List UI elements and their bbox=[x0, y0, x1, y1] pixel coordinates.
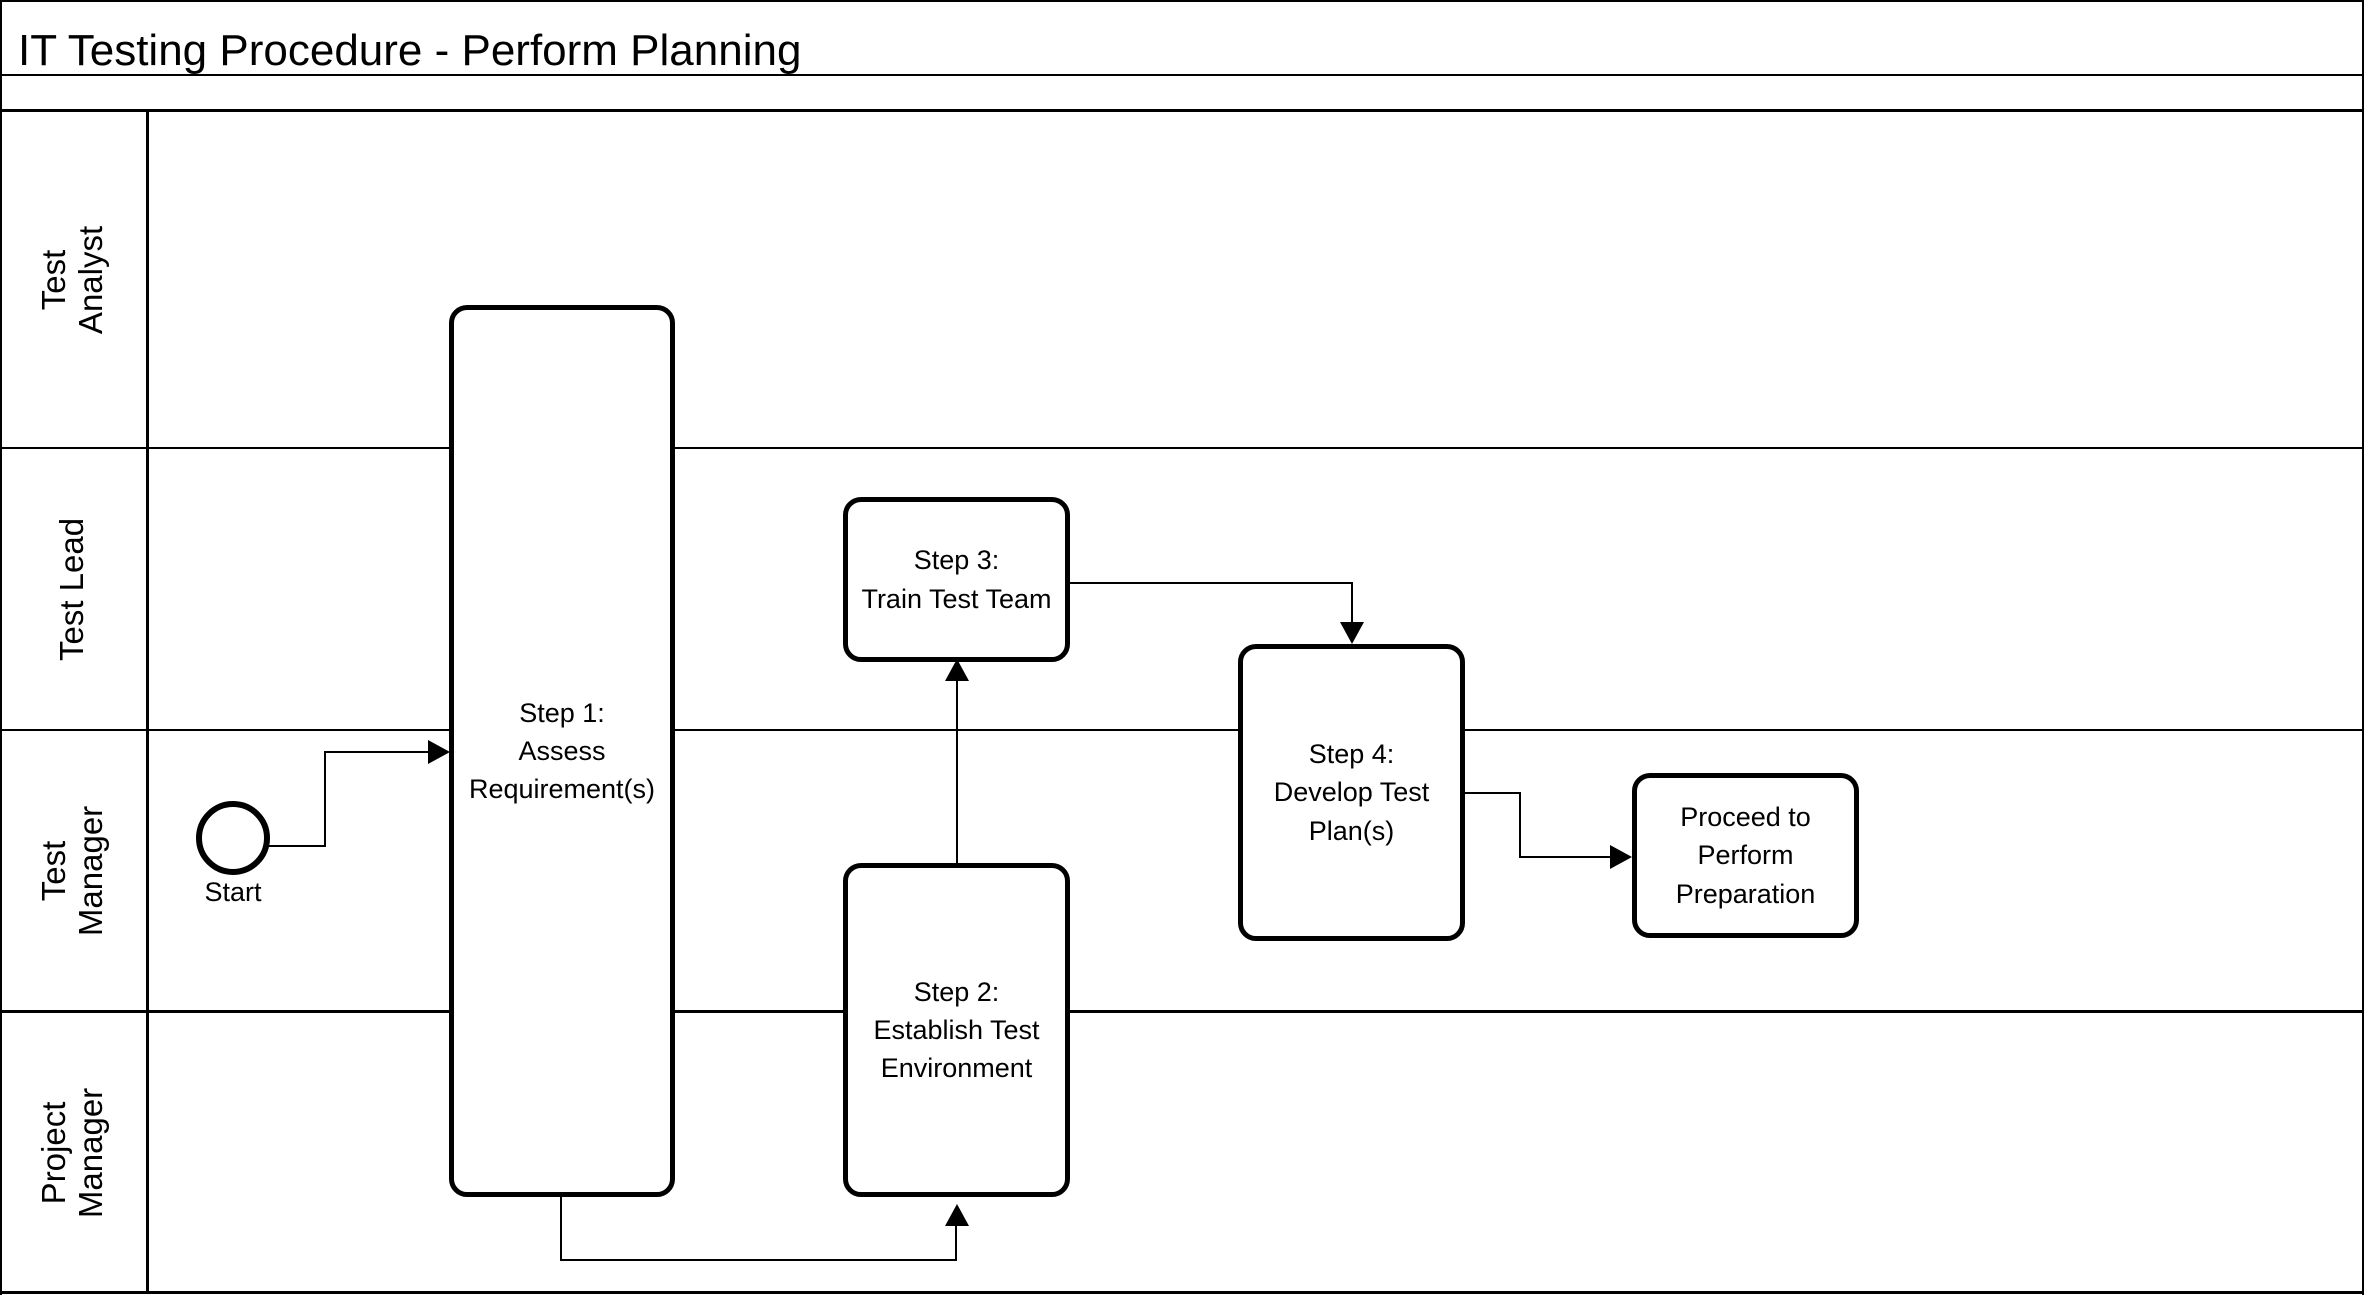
edge-step3-step4-seg-h bbox=[1070, 582, 1353, 584]
edge-step1-step2-arrowhead bbox=[945, 1204, 969, 1226]
edge-step1-step2-seg-v2 bbox=[955, 1225, 957, 1261]
lane-label-project-manager-text: Project Manager bbox=[35, 1087, 109, 1218]
node-step2-establish-test-environment[interactable]: Step 2: Establish Test Environment bbox=[843, 863, 1070, 1197]
edge-step2-step3-seg-v bbox=[956, 680, 958, 865]
title-band-divider bbox=[0, 74, 2364, 76]
lane-label-test-manager: Test Manager bbox=[0, 731, 146, 1010]
edge-start-step1-seg-v bbox=[324, 751, 326, 847]
edge-step1-step2-seg-h bbox=[560, 1259, 957, 1261]
lane-label-project-manager: Project Manager bbox=[0, 1013, 146, 1292]
edge-start-step1-seg-h2 bbox=[324, 751, 430, 753]
lane-label-test-lead: Test Lead bbox=[0, 449, 146, 729]
diagram-title: IT Testing Procedure - Perform Planning bbox=[18, 26, 802, 75]
edge-step4-proceed-seg-h2 bbox=[1519, 856, 1613, 858]
lane-label-test-lead-text: Test Lead bbox=[53, 517, 91, 661]
lane-divider-lead-testmanager bbox=[0, 729, 2364, 731]
edge-start-step1-arrowhead bbox=[428, 740, 450, 764]
lane-divider-testmanager-project bbox=[0, 1010, 2364, 1013]
node-step3-train-test-team[interactable]: Step 3: Train Test Team bbox=[843, 497, 1070, 662]
frame-border-top bbox=[0, 0, 2364, 2]
lane-label-test-manager-text: Test Manager bbox=[35, 805, 109, 936]
node-step4-develop-test-plans[interactable]: Step 4: Develop Test Plan(s) bbox=[1238, 644, 1465, 941]
lane-label-test-analyst-text: Test Analyst bbox=[35, 225, 109, 334]
start-event-label: Start bbox=[204, 877, 262, 907]
lane-label-column-divider bbox=[146, 112, 149, 1292]
header-band-divider bbox=[0, 109, 2364, 112]
edge-step1-step2-seg-v1 bbox=[560, 1196, 562, 1261]
edge-step3-step4-seg-v bbox=[1351, 582, 1353, 626]
frame-border-right bbox=[2362, 0, 2364, 1295]
node-proceed-to-perform-preparation[interactable]: Proceed to Perform Preparation bbox=[1632, 773, 1859, 938]
lane-divider-analyst-lead bbox=[0, 447, 2364, 449]
edge-step4-proceed-arrowhead bbox=[1610, 845, 1632, 869]
edge-step2-step3-arrowhead bbox=[945, 659, 969, 681]
edge-start-step1-seg-h1 bbox=[268, 845, 326, 847]
edge-step4-proceed-seg-h1 bbox=[1465, 792, 1521, 794]
start-event-circle[interactable] bbox=[196, 801, 270, 875]
edge-step4-proceed-seg-v bbox=[1519, 792, 1521, 858]
node-step1-assess-requirements[interactable]: Step 1: Assess Requirement(s) bbox=[449, 305, 675, 1197]
frame-border-bottom bbox=[0, 1291, 2364, 1294]
lane-label-test-analyst: Test Analyst bbox=[0, 112, 146, 447]
edge-step3-step4-arrowhead bbox=[1340, 622, 1364, 644]
frame-border-left bbox=[0, 0, 2, 1295]
